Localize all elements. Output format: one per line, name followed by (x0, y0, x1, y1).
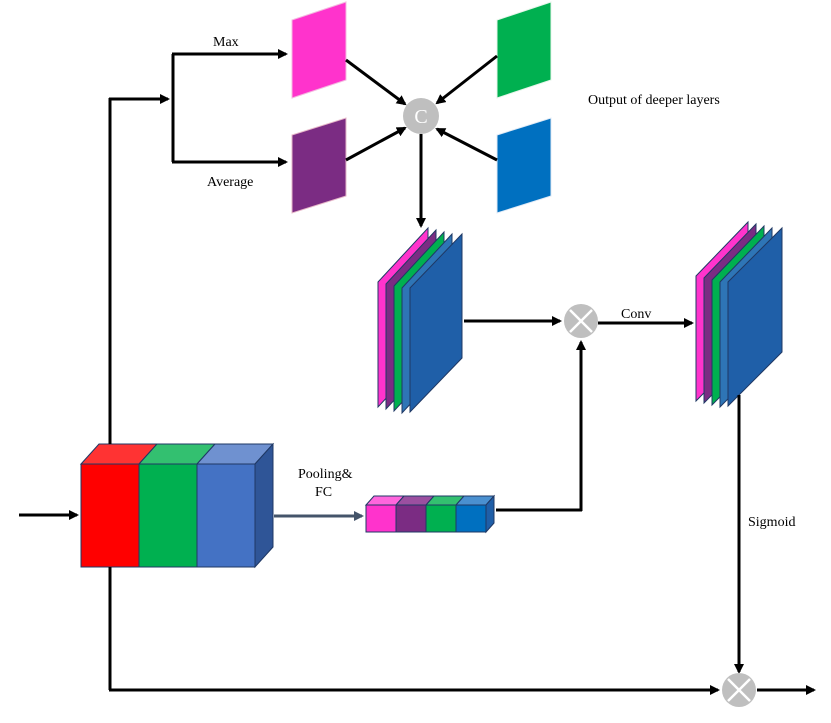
multiply-node-middle (564, 304, 598, 338)
pooling-label-line2: FC (315, 485, 332, 500)
max-label: Max (213, 35, 239, 50)
multiply-node-output (722, 673, 756, 707)
skip-to-pooling-path (108, 94, 170, 444)
avg-pool-map (291, 117, 347, 214)
vector-to-multiply-path (496, 340, 586, 512)
pooling-branch-connectors (171, 49, 288, 167)
concat-node: C (403, 98, 439, 134)
refined-feature-stack (695, 220, 783, 409)
deeper-green-map (496, 1, 552, 99)
average-label: Average (207, 175, 253, 190)
input-feature-cube (79, 442, 275, 569)
concat-input-arrows (345, 54, 498, 228)
deeper-layers-label: Output of deeper layers (588, 93, 720, 108)
sigmoid-label: Sigmoid (748, 515, 795, 530)
channel-weight-vector (364, 494, 496, 534)
pooling-label-line1: Pooling& (298, 467, 353, 482)
concatenated-feature-stack (377, 226, 463, 415)
pooled-feature-maps (291, 1, 552, 214)
residual-path (108, 567, 720, 695)
conv-label: Conv (621, 307, 651, 322)
max-pool-map (291, 1, 347, 99)
deeper-blue-map (496, 117, 552, 214)
concat-symbol: C (414, 106, 427, 128)
